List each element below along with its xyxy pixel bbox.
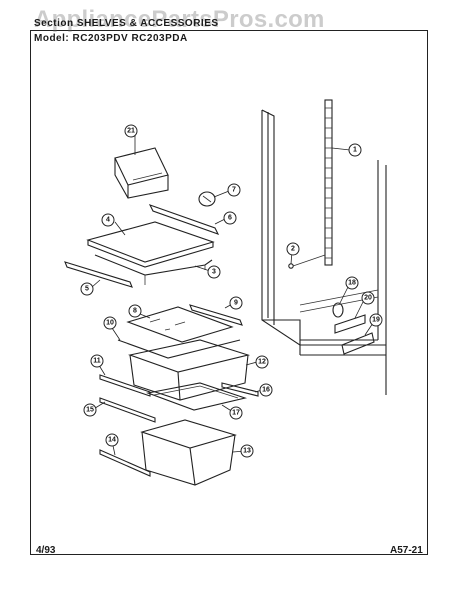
callout-10: 10: [103, 316, 117, 330]
part-shelf-front-trim: [64, 261, 133, 288]
svg-text:20: 20: [364, 295, 372, 302]
part-left-rail: [99, 374, 151, 397]
svg-text:2: 2: [291, 246, 295, 253]
part-utility-bin: [114, 147, 169, 199]
section-label: Section SHELVES & ACCESSORIES: [34, 18, 219, 29]
diagram-code: A57-21: [390, 545, 423, 556]
callout-18: 18: [345, 276, 359, 290]
part-glass-shelf: [86, 221, 215, 268]
callout-11: 11: [90, 354, 104, 368]
svg-text:7: 7: [232, 187, 236, 194]
svg-text:19: 19: [372, 317, 380, 324]
callout-16: 16: [259, 383, 273, 397]
svg-text:21: 21: [127, 128, 135, 135]
callout-6: 6: [223, 211, 237, 225]
diagram-border: [30, 30, 428, 555]
cabinet-interior: [261, 109, 387, 395]
part-bin-slide: [99, 449, 151, 477]
revision-date: 4/93: [36, 545, 56, 556]
svg-text:11: 11: [93, 358, 101, 365]
svg-text:14: 14: [108, 437, 116, 444]
callout-9: 9: [229, 296, 243, 310]
svg-text:3: 3: [212, 269, 216, 276]
callout-2: 2: [286, 242, 300, 256]
svg-text:4: 4: [106, 217, 110, 224]
callout-1: 1: [348, 143, 362, 157]
callout-20: 20: [361, 291, 375, 305]
svg-text:10: 10: [106, 320, 114, 327]
svg-text:18: 18: [348, 280, 356, 287]
callout-12: 12: [255, 355, 269, 369]
part-drawer-slide-frame: [145, 382, 248, 411]
svg-text:1: 1: [353, 147, 357, 154]
callout-14: 14: [105, 433, 119, 447]
part-lower-crisper-bin: [140, 419, 237, 486]
watermark: AppliancePartsPros.com: [34, 6, 325, 33]
part-drawer-slide: [221, 382, 259, 397]
svg-text:5: 5: [85, 286, 89, 293]
part-slide-bracket: [334, 314, 366, 334]
svg-text:16: 16: [262, 387, 270, 394]
callout-21: 21: [124, 124, 138, 138]
part-lower-rail: [99, 397, 156, 423]
callout-7: 7: [227, 183, 241, 197]
part-knob: [198, 191, 216, 207]
part-ladder-rail: [324, 99, 333, 266]
callout-5: 5: [80, 282, 94, 296]
model-label: Model: RC203PDV RC203PDA: [34, 33, 188, 44]
part-cover-frame: [117, 339, 241, 359]
part-shelf-rear-trim: [148, 204, 220, 235]
callout-15: 15: [83, 403, 97, 417]
callout-8: 8: [128, 304, 142, 318]
svg-text:9: 9: [234, 300, 238, 307]
callout-13: 13: [240, 444, 254, 458]
part-crisper-cover-glass: [126, 306, 234, 343]
svg-text:8: 8: [133, 308, 137, 315]
callout-3: 3: [207, 265, 221, 279]
svg-text:15: 15: [86, 407, 94, 414]
part-crisper-rail: [341, 332, 375, 355]
svg-text:17: 17: [232, 410, 240, 417]
part-screw: [288, 254, 326, 269]
callout-17: 17: [229, 406, 243, 420]
svg-text:13: 13: [243, 448, 251, 455]
svg-text:12: 12: [258, 359, 266, 366]
part-crisper-rear-trim: [189, 304, 243, 326]
callout-19: 19: [369, 313, 383, 327]
part-crisper-drawer: [127, 339, 251, 401]
callout-4: 4: [101, 213, 115, 227]
part-clip: [332, 302, 344, 318]
svg-text:6: 6: [228, 215, 232, 222]
